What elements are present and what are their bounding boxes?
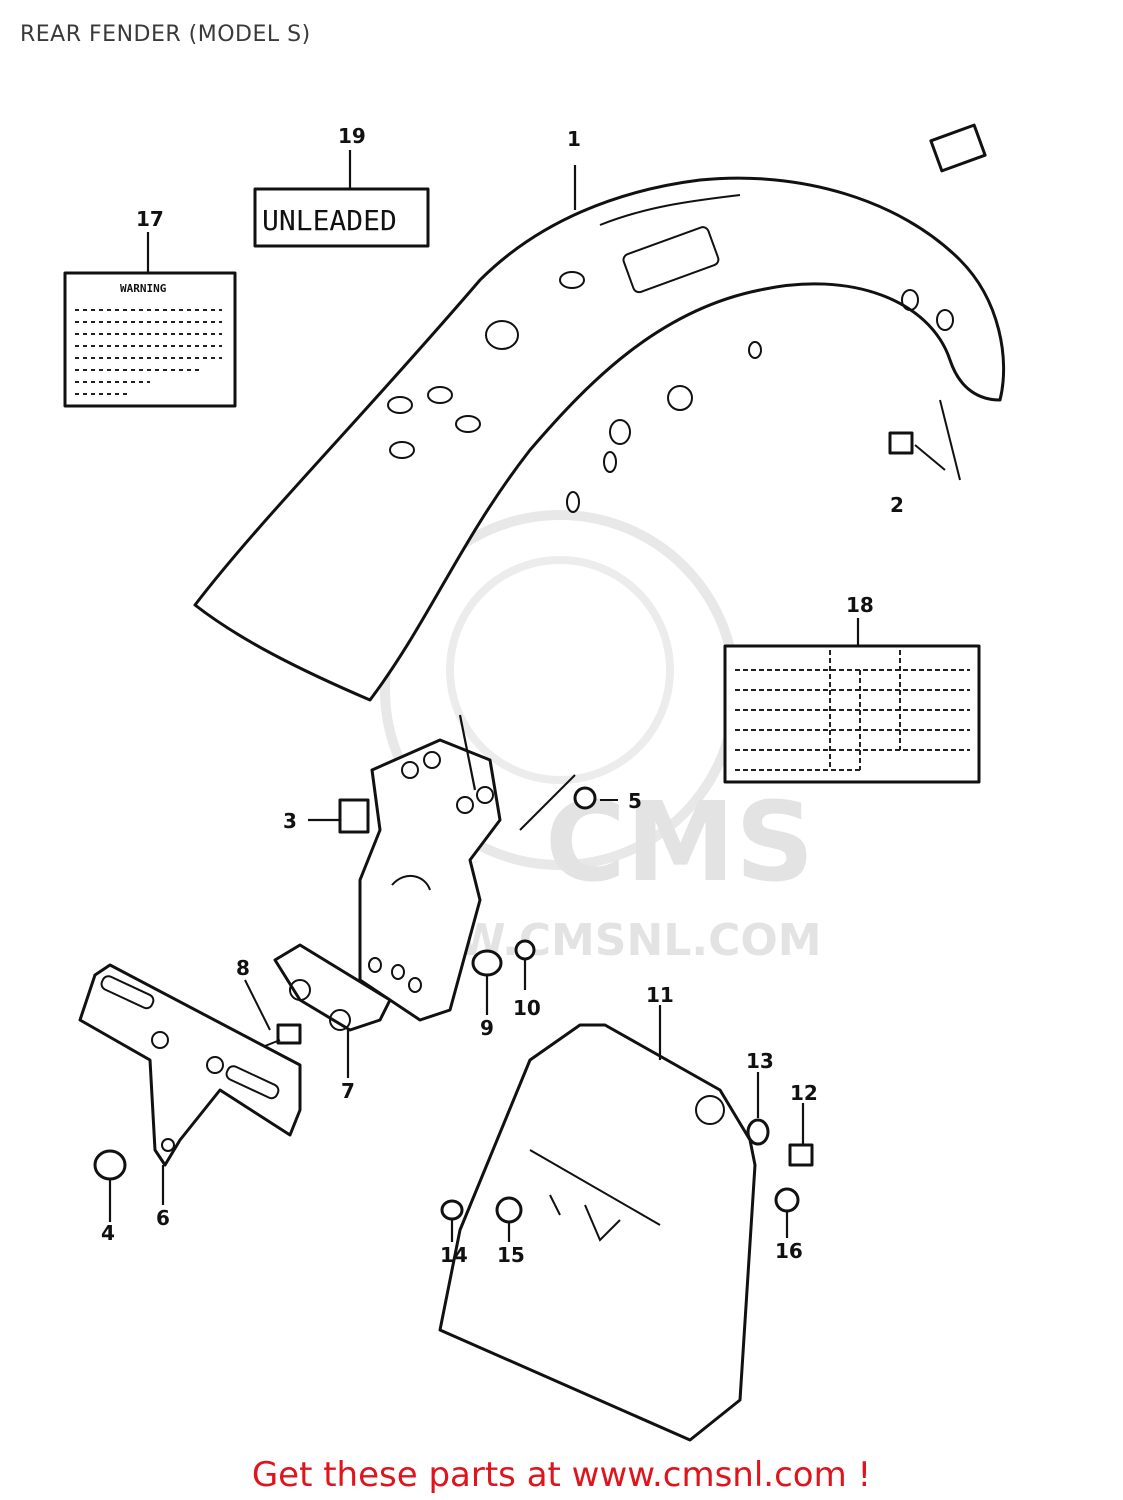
callout-11: 11	[646, 983, 674, 1007]
callout-15: 15	[497, 1243, 525, 1267]
part-14-screw	[440, 1199, 464, 1221]
part-12-bolt	[788, 1143, 814, 1167]
callout-6: 6	[156, 1206, 170, 1230]
page-title: REAR FENDER (MODEL S)	[20, 22, 311, 47]
part-17-warning-label: WARNING	[63, 271, 237, 408]
part-9-washer	[471, 949, 503, 977]
callout-19: 19	[338, 124, 366, 148]
callout-10: 10	[513, 996, 541, 1020]
callout-1: 1	[567, 127, 581, 151]
part-11-mud-flap	[438, 1023, 757, 1442]
part-16-nut	[774, 1187, 800, 1213]
callout-13: 13	[746, 1049, 774, 1073]
footer-link[interactable]: Get these parts at www.cmsnl.com !	[251, 1455, 872, 1495]
callouts: 1 2 3 4 5 6 7 8 9 10 11 12 13 14 15 16 1…	[101, 124, 904, 1267]
part-1-rear-fender	[193, 123, 1006, 702]
callout-14: 14	[440, 1243, 468, 1267]
part-19-unleaded-label: UNLEADED	[253, 187, 430, 248]
callout-12: 12	[790, 1081, 818, 1105]
part-6-plate-bracket	[78, 963, 302, 1167]
callout-16: 16	[775, 1239, 803, 1263]
part-2-bolt	[888, 399, 961, 481]
callout-2: 2	[890, 493, 904, 517]
part-18-info-label	[723, 644, 981, 784]
callout-5: 5	[628, 789, 642, 813]
part-8-spacer	[244, 979, 302, 1051]
callout-3: 3	[283, 809, 297, 833]
part-4-screw	[93, 1149, 127, 1181]
part-3-bracket	[338, 738, 502, 1022]
part-10-nut	[514, 939, 536, 961]
callout-7: 7	[341, 1079, 355, 1103]
part-7-holder	[273, 943, 392, 1032]
callout-17: 17	[136, 207, 164, 231]
part-5-nut	[519, 774, 618, 831]
watermark: CMS WWW.CMSNL.COM	[360, 510, 822, 966]
callout-4: 4	[101, 1221, 115, 1245]
warning-label-text: WARNING	[120, 282, 167, 295]
callout-18: 18	[846, 593, 874, 617]
callout-8: 8	[236, 956, 250, 980]
unleaded-label-text: UNLEADED	[262, 204, 397, 237]
part-15-washer	[495, 1196, 523, 1224]
part-13-nut	[746, 1118, 770, 1146]
callout-9: 9	[480, 1016, 494, 1040]
